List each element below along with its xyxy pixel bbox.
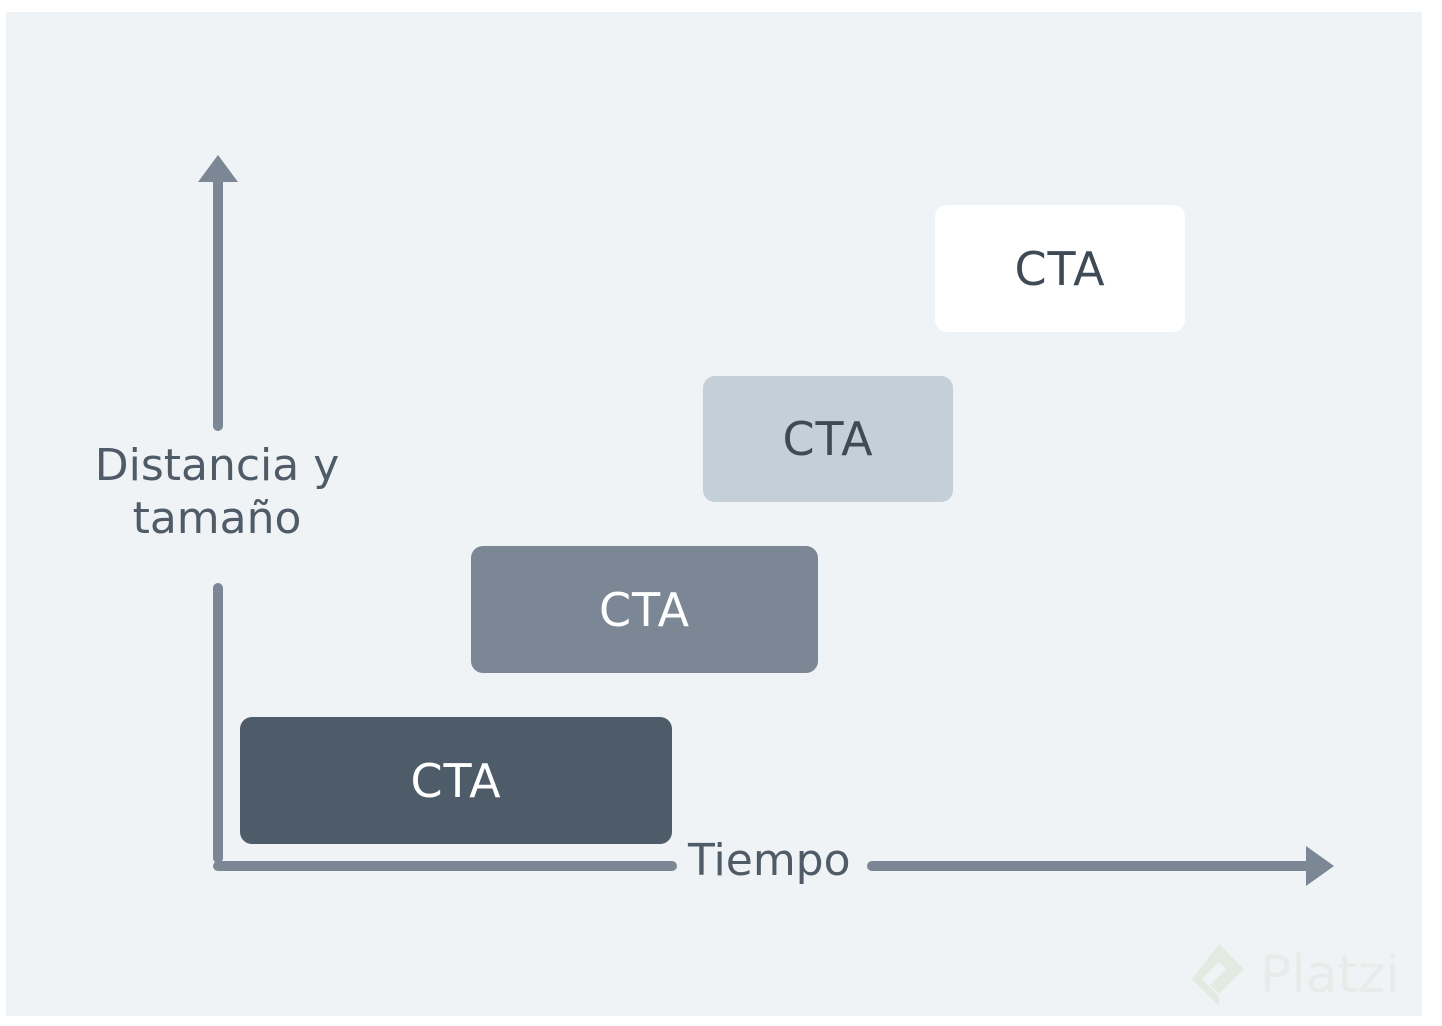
cta-step-4: CTA [935,205,1185,332]
cta-step-1: CTA [240,717,672,844]
y-axis-label-line2: tamaño [132,492,302,544]
cta-step-3: CTA [703,376,953,502]
watermark: Platzi [1188,938,1428,1012]
y-axis-label: Distancia y tamaño [82,440,352,546]
watermark-text: Platzi [1260,945,1400,1005]
y-axis-label-line1: Distancia y [94,440,340,491]
x-axis-arrowhead-icon [1306,846,1334,886]
cta-step-2: CTA [471,546,818,673]
x-axis-label: Tiempo [680,835,859,888]
y-axis-arrowhead-icon [198,155,238,182]
platzi-logo-icon [1192,944,1244,1006]
